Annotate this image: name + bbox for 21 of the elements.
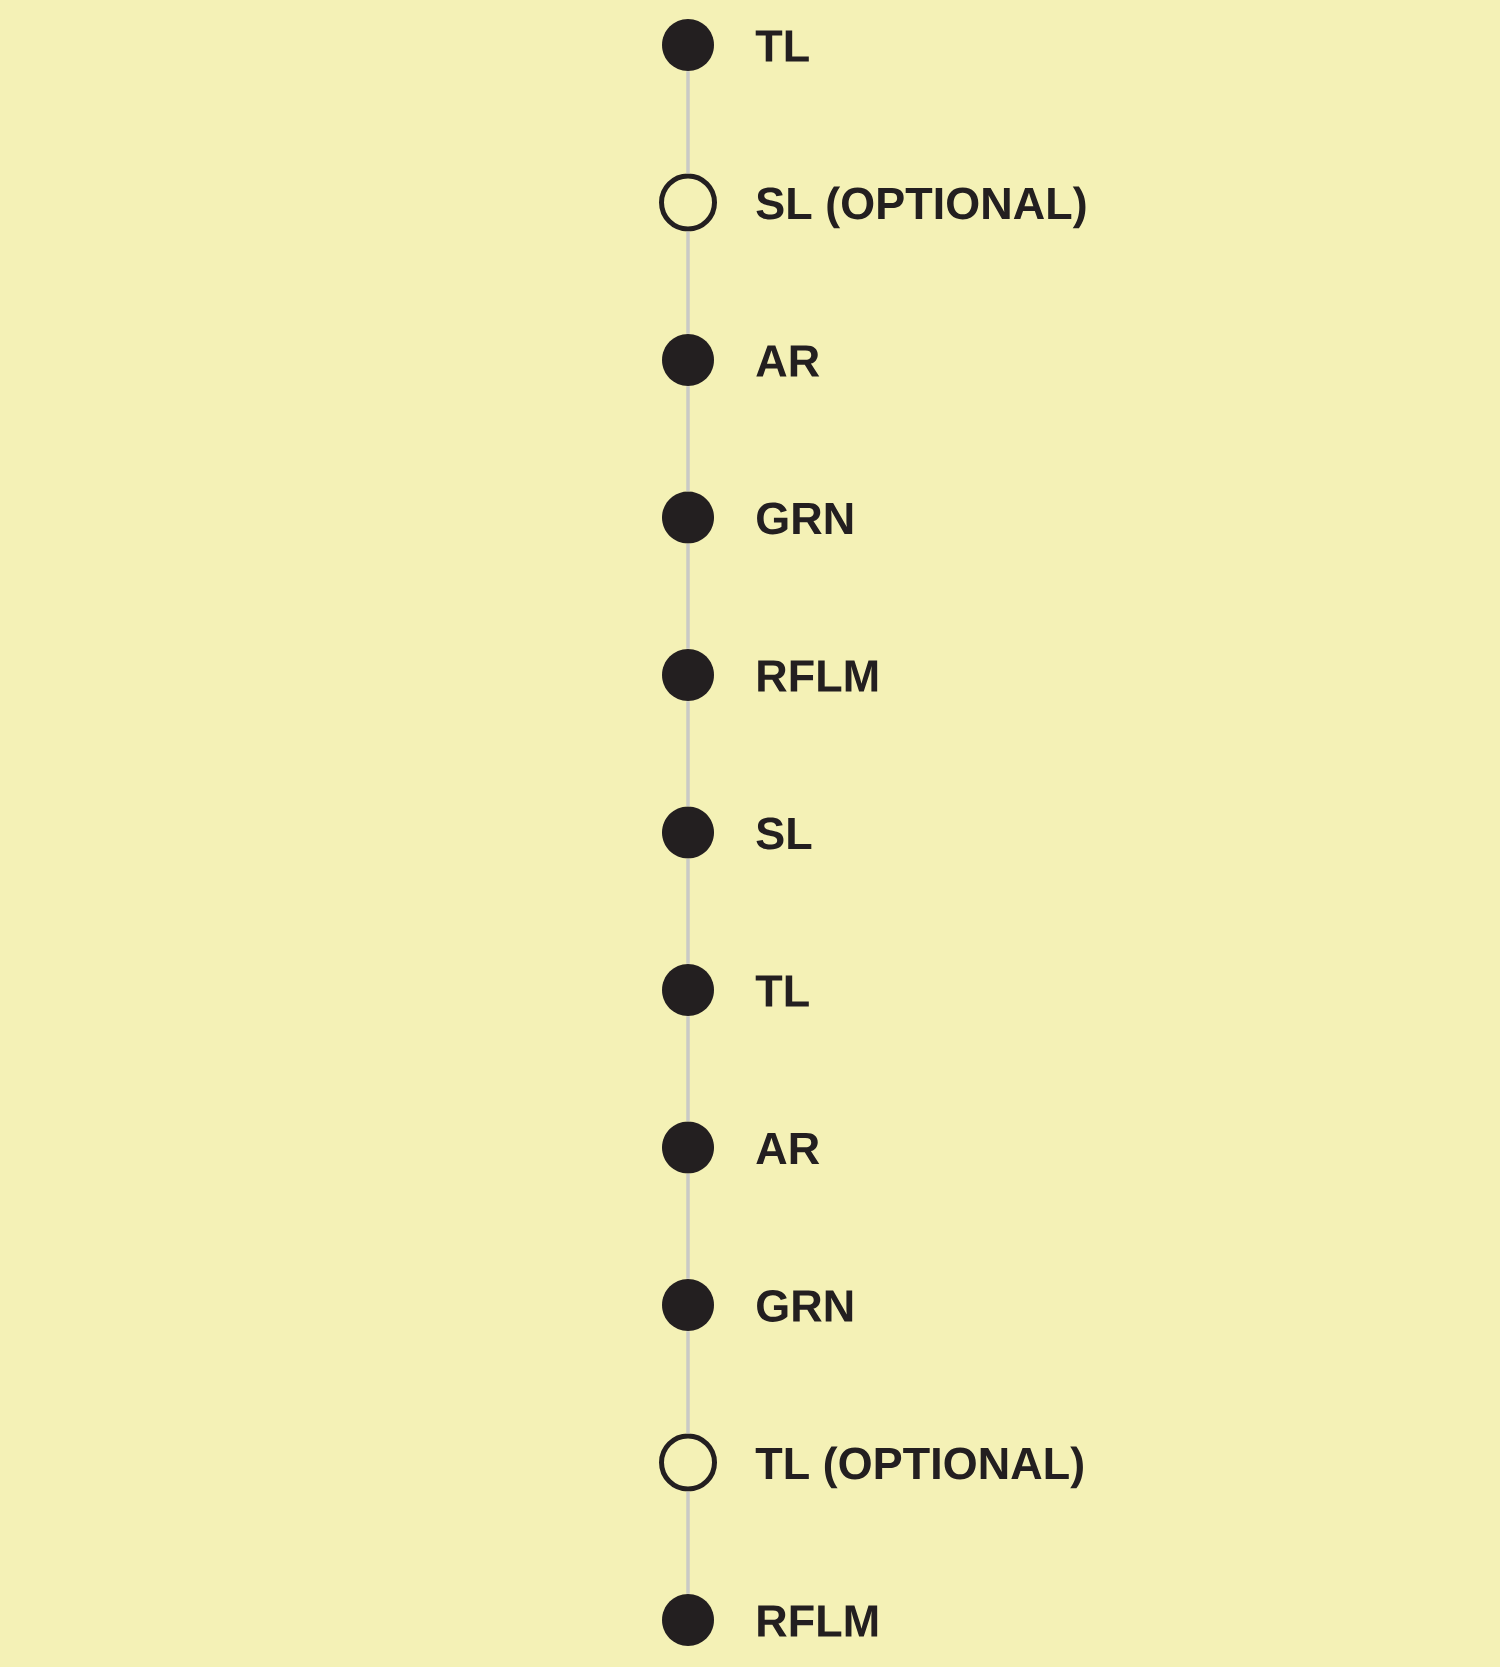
step-label: TL	[755, 975, 809, 1007]
step-label: TL	[755, 30, 809, 62]
connector-line	[686, 1491, 690, 1594]
connector-line	[686, 701, 690, 807]
step-label: SL	[756, 817, 812, 850]
step-label: GRN	[757, 1290, 853, 1322]
connector-line	[686, 1173, 690, 1279]
step-label: AR	[756, 345, 820, 377]
connector-line	[686, 231, 690, 334]
connector-line	[686, 71, 690, 174]
connector-line	[686, 1331, 690, 1434]
connector-line	[686, 1016, 690, 1122]
connector-line	[686, 543, 690, 649]
connector-line	[686, 858, 690, 964]
step-label: RFLM	[758, 1605, 878, 1637]
step-label: SL (OPTIONAL)	[756, 186, 1086, 229]
connector-line	[686, 386, 690, 492]
step-label: TL (OPTIONAL)	[755, 1446, 1083, 1489]
step-label: GRN	[757, 502, 853, 535]
step-label: RFLM	[758, 660, 878, 692]
step-label: AR	[756, 1133, 820, 1164]
